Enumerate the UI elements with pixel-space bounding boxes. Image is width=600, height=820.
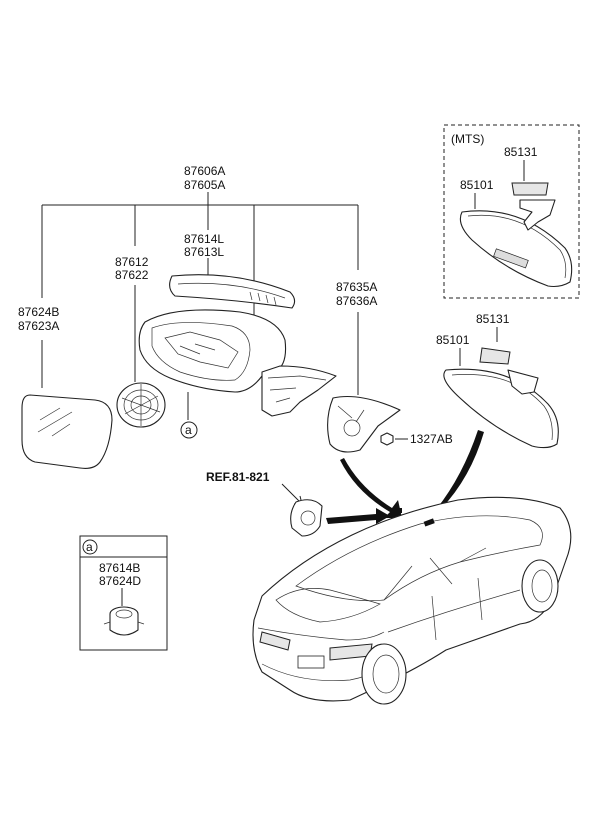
label-85131-mts: 85131 (504, 145, 538, 159)
label-85101-mts: 85101 (460, 178, 494, 192)
nut-1327ab: 1327AB (380, 432, 453, 446)
mts-rearview-mirror (459, 182, 573, 288)
label-87612: 87612 (115, 255, 149, 269)
callout-a-label: a (185, 423, 192, 437)
label-87624b: 87624B (18, 305, 59, 319)
rearview-mirror (443, 347, 559, 449)
label-87606a: 87606A (184, 164, 225, 178)
label-87622: 87622 (115, 268, 149, 282)
callout-a-circle (180, 421, 198, 439)
ref-part (290, 499, 323, 537)
mirror-glass (21, 394, 113, 469)
inset-a-part (103, 606, 145, 636)
label-85131: 85131 (476, 312, 510, 326)
label-1327ab: 1327AB (410, 432, 453, 446)
inset-a-label: a (86, 540, 93, 554)
label-85101: 85101 (436, 333, 470, 347)
ref-label: REF.81-821 (206, 470, 270, 484)
mirror-cover (327, 395, 401, 453)
label-87635a: 87635A (336, 280, 377, 294)
inset-a-box: a 87614B 87624D (79, 535, 168, 651)
mts-label: (MTS) (451, 132, 484, 146)
label-87605a: 87605A (184, 178, 225, 192)
mirror-base (261, 365, 337, 417)
arrow-ref-to-car (326, 508, 390, 524)
car-illustration (252, 496, 572, 705)
mirror-housing (138, 309, 287, 420)
mts-inset-box: (MTS) 85131 85101 (443, 124, 580, 299)
mirror-actuator (116, 382, 166, 428)
label-87613l: 87613L (184, 245, 224, 259)
label-87624d: 87624D (99, 574, 141, 588)
label-87614l: 87614L (184, 232, 224, 246)
label-87636a: 87636A (336, 294, 377, 308)
label-87614b: 87614B (99, 561, 140, 575)
arrow-rearview-to-car (428, 430, 484, 526)
label-87623a: 87623A (18, 319, 59, 333)
side-repeater-lamp (169, 274, 296, 309)
